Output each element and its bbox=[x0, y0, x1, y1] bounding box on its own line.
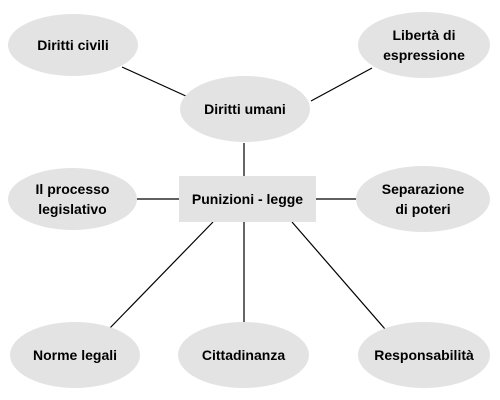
node-label: Libertà di espressione bbox=[383, 27, 465, 63]
connector-liberta-to-diritti-umani bbox=[310, 67, 373, 102]
connector-diritti-civili-to-diritti-umani bbox=[121, 66, 189, 98]
node-il-processo-legislativo: Il processo legislativo bbox=[8, 168, 137, 230]
node-diritti-umani: Diritti umani bbox=[180, 76, 310, 142]
node-responsabilita: Responsabilità bbox=[358, 322, 490, 388]
connector-center-to-norme bbox=[107, 221, 214, 331]
node-label: Diritti umani bbox=[204, 101, 286, 117]
node-label: Il processo legislativo bbox=[35, 181, 110, 217]
node-norme-legali: Norme legali bbox=[10, 322, 140, 388]
node-liberta-di-espressione: Libertà di espressione bbox=[358, 12, 490, 78]
node-label: Responsabilità bbox=[374, 347, 474, 363]
node-label: Diritti civili bbox=[37, 37, 109, 53]
node-label: Separazione di poteri bbox=[381, 181, 465, 217]
node-label: Norme legali bbox=[32, 347, 118, 363]
connector-center-to-responsabilita bbox=[291, 221, 386, 330]
node-cittadinanza: Cittadinanza bbox=[178, 322, 309, 388]
node-diritti-civili: Diritti civili bbox=[8, 14, 138, 76]
center-label: Punizioni - legge bbox=[191, 191, 304, 207]
node-label: Cittadinanza bbox=[201, 347, 286, 363]
node-separazione-di-poteri: Separazione di poteri bbox=[356, 166, 490, 232]
node-punizioni-legge-center: Punizioni - legge bbox=[179, 176, 316, 222]
